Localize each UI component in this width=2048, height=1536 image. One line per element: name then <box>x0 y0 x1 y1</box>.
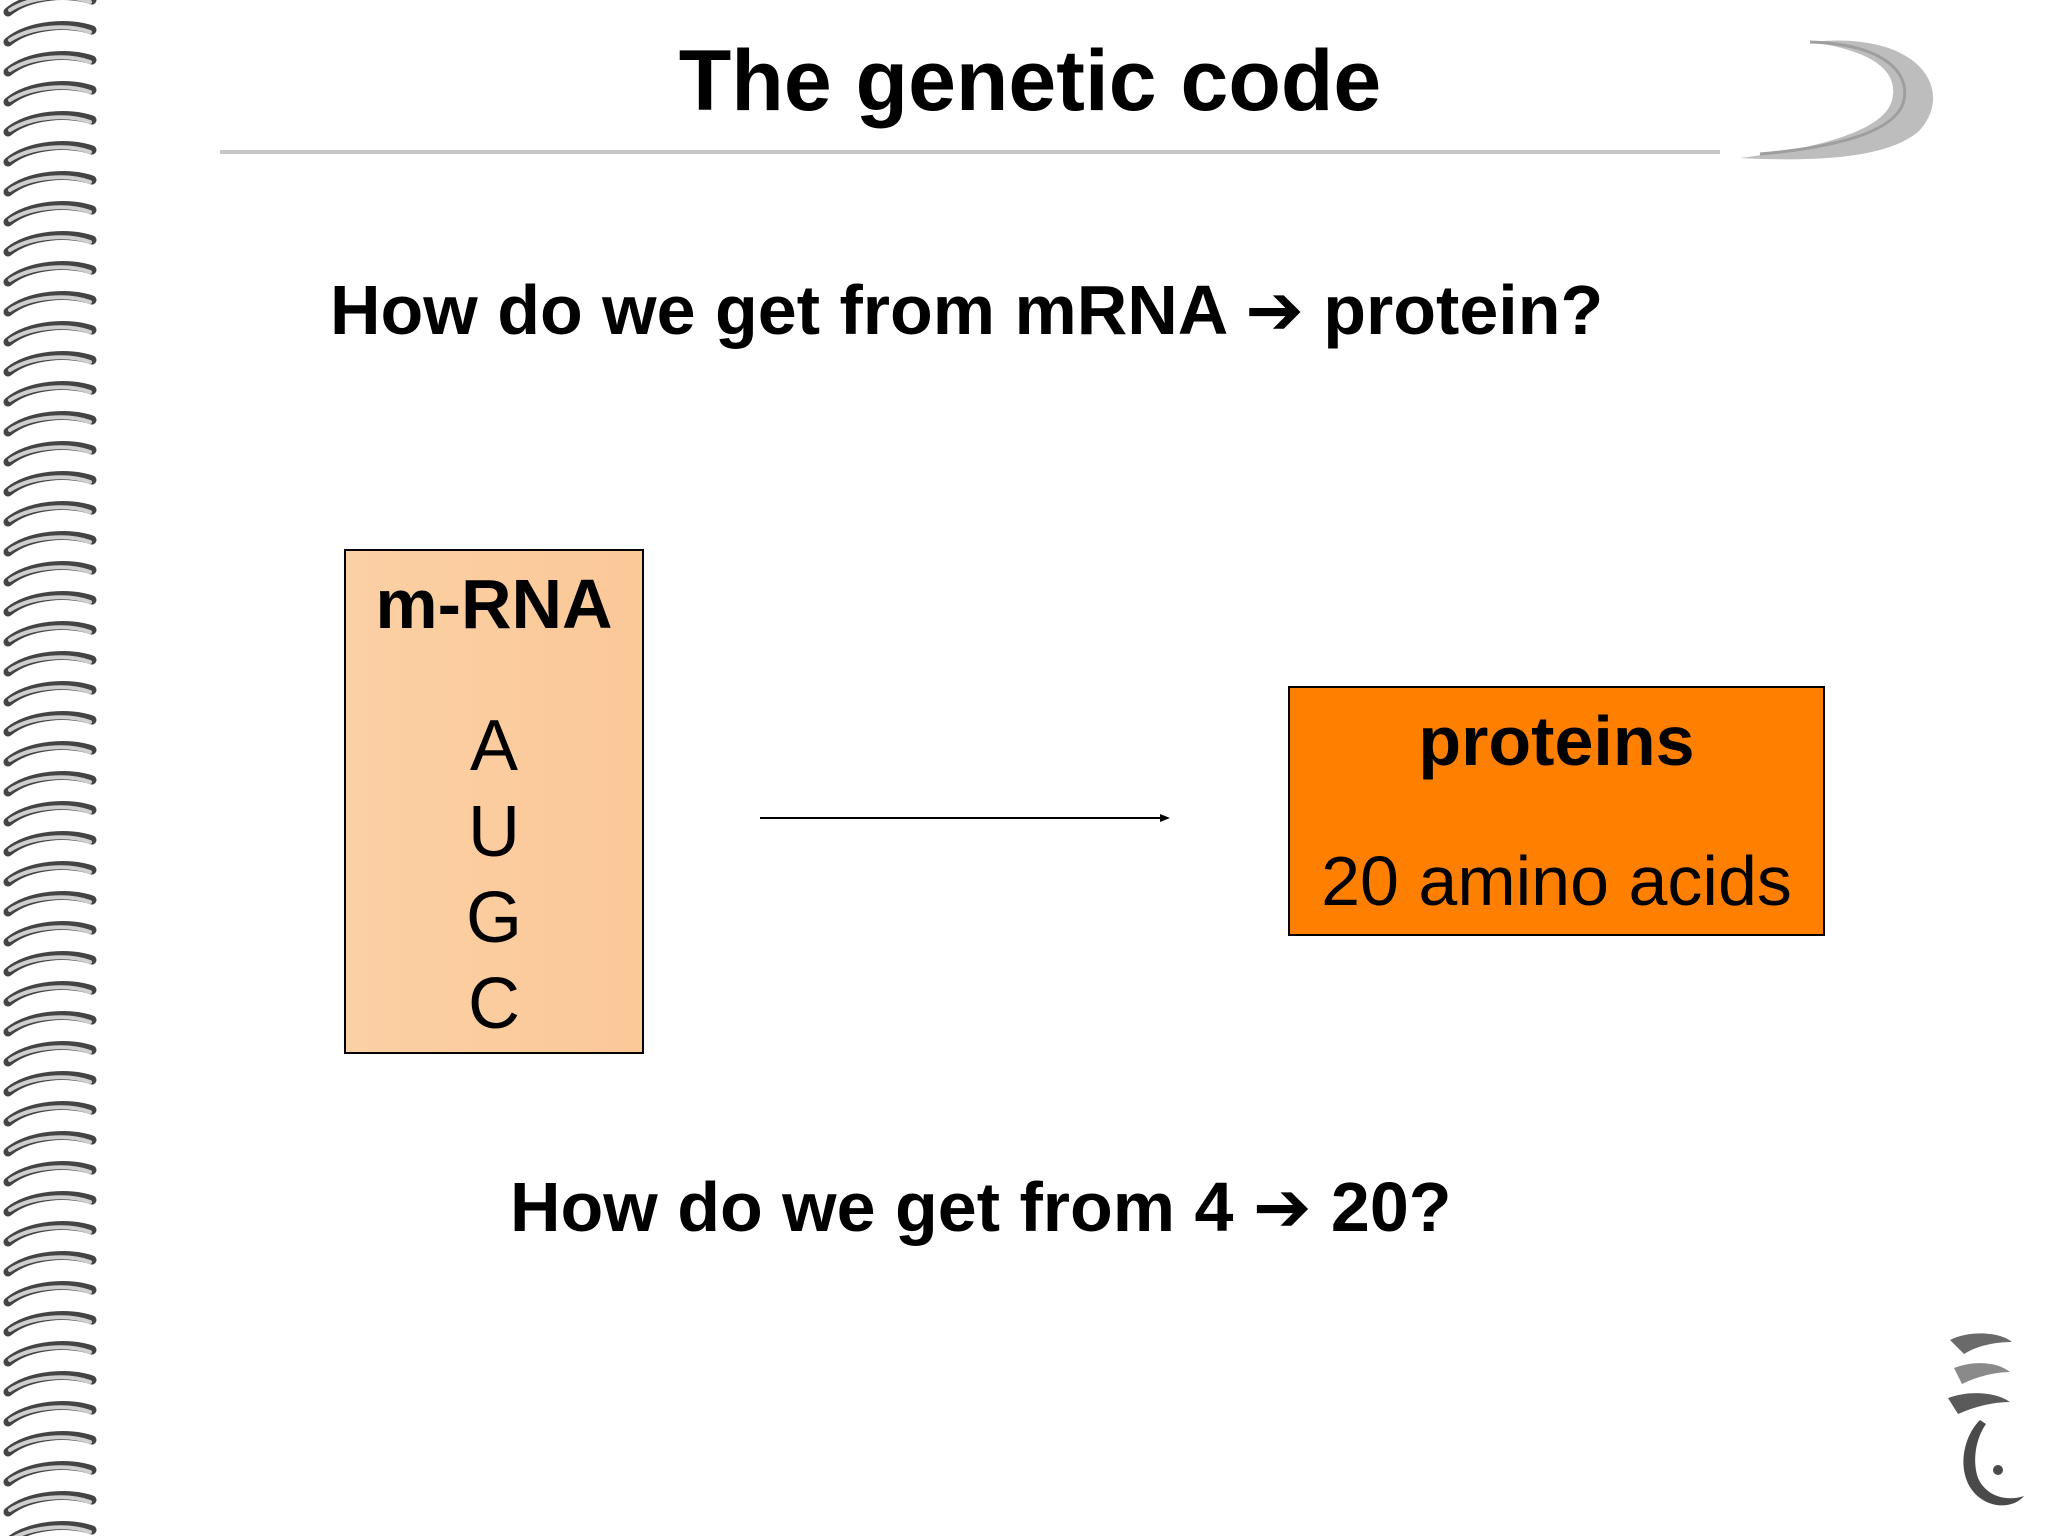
mrna-box: m-RNA A U G C <box>344 549 644 1054</box>
dna-helix-icon <box>3 0 97 1536</box>
protein-label: proteins <box>1418 702 1695 780</box>
base-list: A U G C <box>346 703 642 1047</box>
question-mrna-to-protein: How do we get from mRNA ➔ protein? <box>330 271 1604 349</box>
amino-acids-label: 20 amino acids <box>1321 842 1792 920</box>
base-c: C <box>468 964 520 1044</box>
mrna-label: m-RNA <box>375 565 613 643</box>
calligraphy-logo-icon <box>1948 1333 2024 1506</box>
arrow-icon <box>760 814 1170 822</box>
slide-title: The genetic code <box>678 33 1382 129</box>
base-g: G <box>465 878 522 958</box>
base-u: U <box>468 792 520 872</box>
swoosh-icon <box>220 40 1934 160</box>
base-a: A <box>469 706 519 786</box>
protein-box: proteins 20 amino acids <box>1288 686 1825 936</box>
question-4-to-20: How do we get from 4 ➔ 20? <box>510 1168 1452 1246</box>
